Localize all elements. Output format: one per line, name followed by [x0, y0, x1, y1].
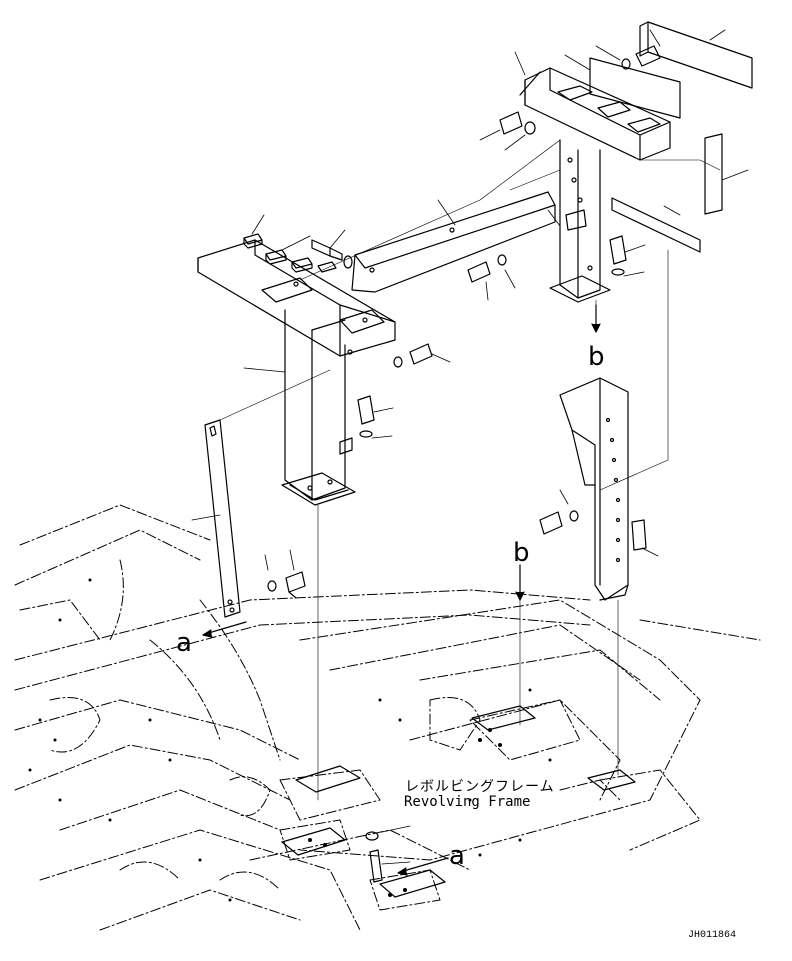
- drawing-code: JH011864: [688, 930, 737, 941]
- alignment-lines: [219, 139, 721, 801]
- leader-lines: [191, 29, 749, 865]
- callout-b-lower: b: [513, 538, 530, 568]
- bolt-lower-left: [267, 571, 306, 599]
- bolts-right-column: [539, 510, 647, 551]
- frame-label-japanese: レボルビングフレーム: [405, 779, 555, 795]
- bolt-middle: [467, 254, 507, 283]
- bolt-stand-right: [357, 343, 433, 438]
- left-stand: [197, 239, 396, 506]
- arrows: [202, 304, 601, 876]
- bolt-top-left: [311, 239, 353, 269]
- right-stand: [519, 67, 671, 303]
- long-support-bar: [351, 191, 556, 293]
- revolving-frame-outline: [14, 504, 761, 931]
- callout-a-right: a: [449, 841, 465, 871]
- frame-mount-pads: [281, 705, 636, 898]
- frame-label-english: Revolving Frame: [404, 794, 531, 810]
- spacer-blocks: [243, 233, 337, 273]
- callout-a-left: a: [176, 628, 192, 658]
- left-strap: [204, 419, 241, 618]
- callout-b-upper: b: [588, 342, 605, 372]
- bolts-right: [499, 45, 661, 276]
- top-right-pads: [589, 21, 753, 253]
- frame-holes: [28, 578, 552, 902]
- right-column: [559, 377, 629, 601]
